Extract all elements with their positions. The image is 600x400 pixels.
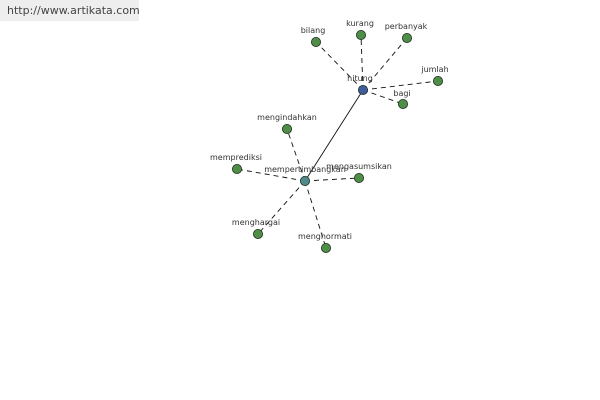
node-perbanyak[interactable]: perbanyak: [385, 22, 428, 44]
node-label-mempertimbangkan: mempertimbangkan: [264, 165, 346, 174]
node-dot-kurang[interactable]: [355, 29, 366, 40]
node-bilang[interactable]: bilang: [301, 26, 326, 48]
node-dot-memprediksi[interactable]: [231, 163, 242, 174]
node-dot-hitung[interactable]: [357, 85, 368, 96]
node-label-menghargai: menghargai: [232, 218, 280, 227]
node-label-jumlah: jumlah: [420, 65, 448, 74]
edge-mempertimbangkan-menghormati: [304, 180, 327, 249]
node-dot-jumlah[interactable]: [432, 76, 443, 87]
node-label-bilang: bilang: [301, 26, 326, 35]
source-url-banner[interactable]: http://www.artikata.com: [0, 0, 140, 21]
graph-nodes: hitung mempertimbangkan bilang kurang perban…: [210, 19, 449, 253]
node-jumlah[interactable]: jumlah: [420, 65, 449, 87]
node-label-perbanyak: perbanyak: [385, 22, 428, 31]
node-memprediksi[interactable]: memprediksi: [210, 153, 262, 174]
edge-hitung-kurang: [360, 34, 364, 91]
edge-mempertimbangkan-menghargai: [257, 180, 306, 235]
node-kurang[interactable]: kurang: [346, 19, 374, 40]
node-menghargai[interactable]: menghargai: [232, 218, 280, 239]
node-mempertimbangkan[interactable]: mempertimbangkan: [264, 165, 346, 186]
node-label-kurang: kurang: [346, 19, 374, 28]
graph-edges: [236, 34, 439, 249]
node-menghormati[interactable]: menghormati: [298, 232, 352, 253]
node-dot-mengasumsikan[interactable]: [353, 172, 364, 183]
node-label-bagi: bagi: [393, 89, 410, 98]
edge-hitung-jumlah: [362, 80, 439, 91]
node-dot-menghormati[interactable]: [320, 242, 331, 253]
edge-mempertimbangkan-mengindahkan: [286, 128, 306, 182]
node-dot-bagi[interactable]: [397, 99, 408, 110]
edge-hitung-perbanyak: [362, 37, 408, 91]
node-label-menghormati: menghormati: [298, 232, 352, 241]
edge-mempertimbangkan-memprediksi: [236, 168, 306, 182]
node-hitung[interactable]: hitung: [347, 74, 373, 96]
node-dot-mengindahkan[interactable]: [281, 124, 292, 135]
node-dot-bilang[interactable]: [310, 37, 321, 48]
node-dot-perbanyak[interactable]: [401, 33, 412, 44]
edge-mempertimbangkan-mengasumsikan: [304, 177, 360, 182]
node-mengindahkan[interactable]: mengindahkan: [257, 113, 317, 135]
node-dot-mempertimbangkan[interactable]: [299, 175, 310, 186]
node-label-mengindahkan: mengindahkan: [257, 113, 317, 122]
node-label-mengasumsikan: mengasumsikan: [326, 162, 392, 171]
node-dot-menghargai[interactable]: [252, 228, 263, 239]
edge-hitung-bilang: [315, 41, 364, 91]
node-bagi[interactable]: bagi: [393, 89, 411, 110]
edge-hitung-bagi: [362, 89, 404, 105]
node-label-memprediksi: memprediksi: [210, 153, 262, 162]
node-label-hitung: hitung: [347, 74, 373, 83]
edge-hitung-mempertimbangkan: [304, 89, 364, 182]
node-mengasumsikan[interactable]: mengasumsikan: [326, 162, 392, 183]
